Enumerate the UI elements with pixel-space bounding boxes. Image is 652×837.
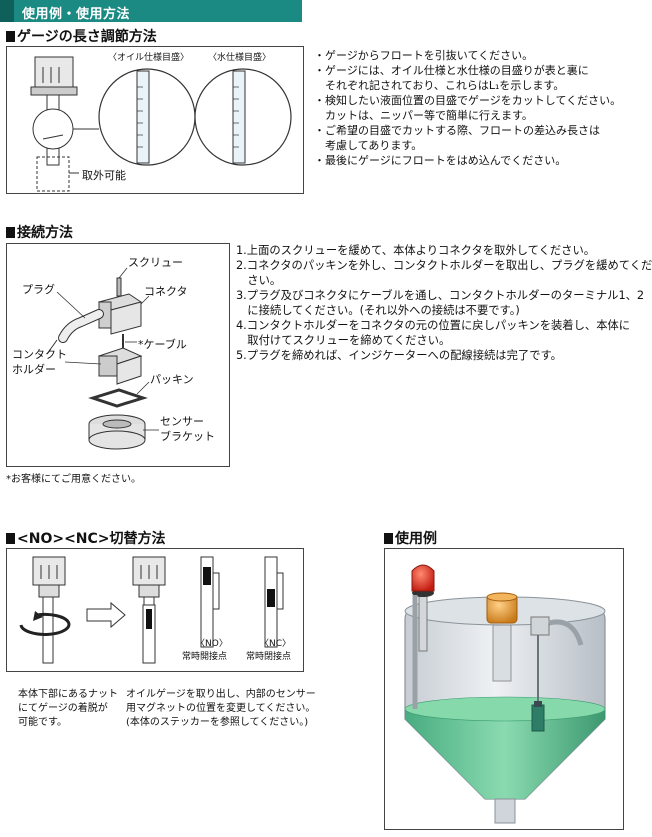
- contact-holder-label-1: コンタクト: [12, 348, 67, 361]
- instruction-line: ・ゲージからフロートを引抜いてください。: [314, 49, 534, 62]
- connection-steps: 1.上面のスクリューを緩めて、本体よりコネクタを取外してください。 2.コネクタ…: [236, 243, 652, 363]
- instruction-line: ・検知したい液面位置の目盛でゲージをカットしてください。: [314, 94, 622, 107]
- step-line: 5.プラグを締めれば、インジケーターへの配線接続は完了です。: [236, 349, 562, 362]
- cable-label: *ケーブル: [138, 338, 187, 351]
- instruction-line: ・ゲージには、オイル仕様と水仕様の目盛りが表と裏に: [314, 64, 589, 77]
- no-label: 〈NO〉: [196, 639, 228, 649]
- section-title-usage-example: 使用例: [384, 528, 437, 548]
- instruction-line: カットは、ニッパー等で簡単に行えます。: [314, 109, 533, 122]
- step-line: 2.コネクタのパッキンを外し、コンタクトホルダーを取出し、プラグを緩めてくだ: [236, 259, 652, 272]
- text-line: (本体のステッカーを参照してください。): [126, 717, 309, 728]
- nc-sub-label: 常時閉接点: [246, 652, 292, 662]
- usage-example-figure: [384, 548, 624, 830]
- section-title-connection: 接続方法: [6, 222, 73, 242]
- instruction-line: それぞれ記されており、これらはL₁を示します。: [314, 79, 565, 92]
- connector-label: コネクタ: [144, 285, 188, 298]
- oil-scale-label: 〈オイル仕様目盛〉: [108, 53, 190, 63]
- no-nc-right-text: オイルゲージを取り出し、内部のセンサー 用マグネットの位置を変更してください。 …: [126, 688, 316, 730]
- bracket-label-1: センサー: [160, 415, 204, 428]
- bracket-label-2: ブラケット: [160, 430, 215, 443]
- section-title-gauge-length: ゲージの長さ調節方法: [6, 26, 157, 46]
- section-title-no-nc: <NO><NC>切替方法: [6, 528, 166, 548]
- gauge-length-figure: [6, 46, 304, 194]
- text-line: 用マグネットの位置を変更してください。: [126, 703, 316, 714]
- nc-label: 〈NC〉: [260, 639, 292, 649]
- step-line: 3.プラグ及びコネクタにケーブルを通し、コンタクトホルダーのターミナル1、2: [236, 289, 645, 302]
- connection-figure: [6, 243, 230, 467]
- screw-label: スクリュー: [128, 256, 183, 269]
- customer-note: *お客様にてご用意ください。: [6, 474, 141, 485]
- water-scale-label: 〈水仕様目盛〉: [208, 53, 272, 63]
- step-line: 1.上面のスクリューを緩めて、本体よりコネクタを取外してください。: [236, 244, 596, 257]
- step-line: に接続してください。(それ以外への接続は不要です。): [236, 304, 520, 317]
- plug-label: プラグ: [22, 283, 55, 296]
- removable-label: 取外可能: [82, 169, 126, 182]
- packing-label: パッキン: [150, 373, 194, 386]
- no-sub-label: 常時開接点: [182, 652, 228, 662]
- instruction-line: ・ご希望の目盛でカットする際、フロートの差込み長さは: [314, 124, 600, 137]
- text-line: にてゲージの着脱が: [18, 703, 108, 714]
- no-nc-figure: [6, 548, 304, 672]
- text-line: 可能です。: [18, 717, 67, 728]
- text-line: オイルゲージを取り出し、内部のセンサー: [126, 689, 316, 700]
- text-line: 本体下部にあるナット: [18, 689, 118, 700]
- gauge-instructions: ・ゲージからフロートを引抜いてください。 ・ゲージには、オイル仕様と水仕様の目盛…: [314, 48, 621, 168]
- step-line: 取付けてスクリューを締めてください。: [236, 334, 451, 347]
- no-nc-left-text: 本体下部にあるナット にてゲージの着脱が 可能です。: [18, 688, 118, 730]
- step-line: 4.コンタクトホルダーをコネクタの元の位置に戻しパッキンを装着し、本体に: [236, 319, 631, 332]
- banner-notch: [0, 0, 14, 22]
- instruction-line: ・最後にゲージにフロートをはめ込んでください。: [314, 154, 567, 167]
- banner-title: 使用例・使用方法: [22, 7, 131, 22]
- instruction-line: 考慮してあります。: [314, 139, 423, 152]
- contact-holder-label-2: ホルダー: [12, 363, 56, 376]
- page-banner: 使用例・使用方法: [0, 0, 302, 22]
- step-line: さい。: [236, 274, 282, 287]
